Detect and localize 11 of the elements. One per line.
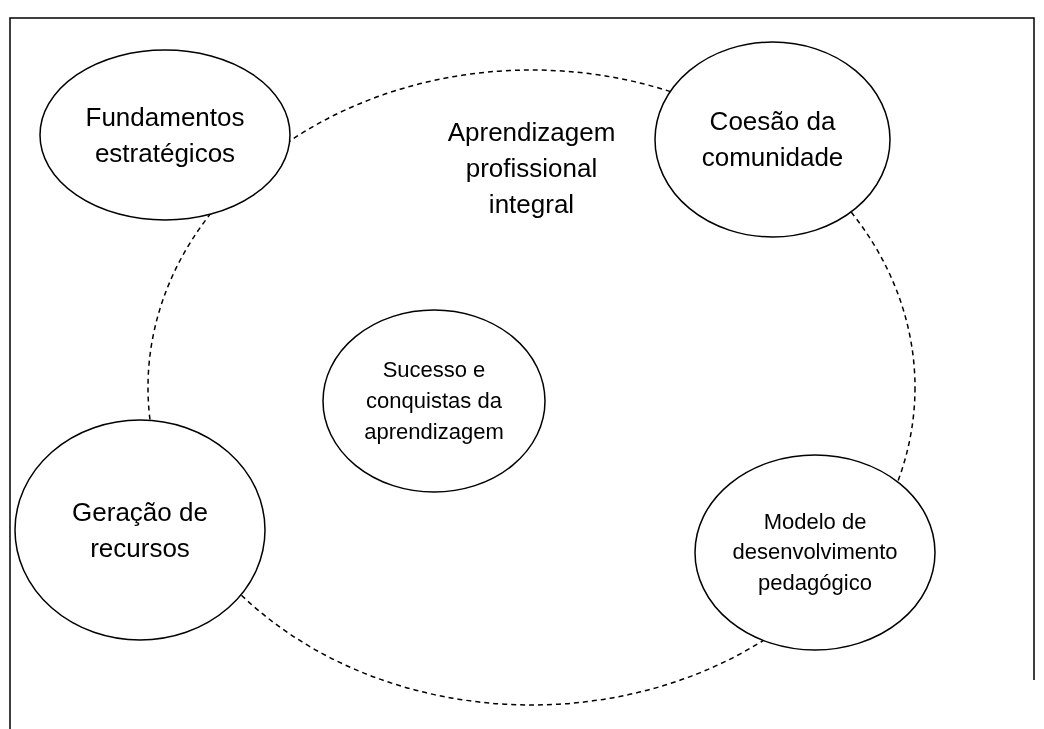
node-label: Aprendizagem profissional integral (446, 115, 617, 222)
ellipse-node (655, 42, 890, 237)
ellipse-node (695, 455, 935, 650)
node-label: Fundamentos estratégicos (84, 100, 246, 170)
node-label: Geração de recursos (71, 495, 209, 565)
node-label: Modelo de desenvolvimento pedagógico (731, 507, 899, 598)
node-label: Sucesso e conquistas da aprendizagem (363, 356, 505, 446)
ellipse-node (40, 50, 290, 220)
ellipse-node (15, 420, 265, 640)
ellipse-node (323, 310, 545, 492)
node-label: Coesão da comunidade (700, 105, 845, 175)
